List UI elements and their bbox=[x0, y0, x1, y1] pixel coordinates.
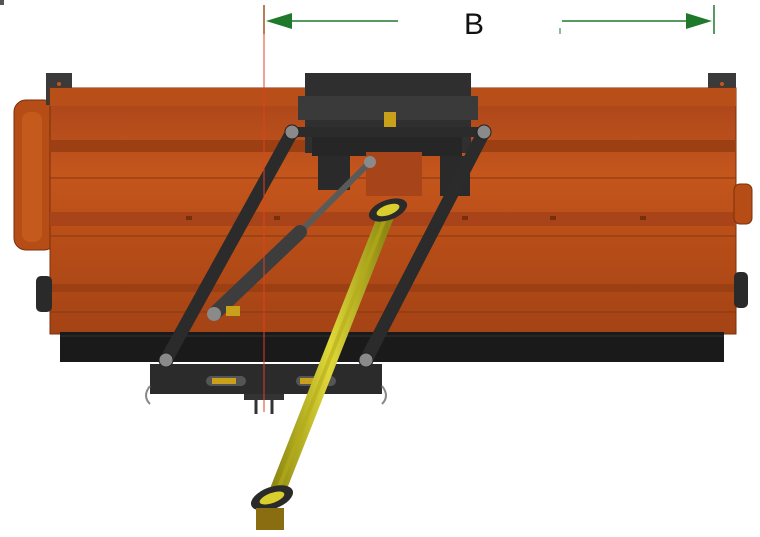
pto-driveshaft bbox=[250, 198, 408, 530]
dimension-label: B bbox=[464, 8, 484, 41]
dimension-b: B bbox=[263, 5, 715, 41]
right-hub bbox=[733, 183, 753, 225]
hitch-frame bbox=[145, 73, 492, 414]
lower-hitch-bar bbox=[150, 364, 382, 394]
hydraulic-rod bbox=[293, 159, 373, 239]
corner-mark bbox=[0, 0, 4, 5]
arrowhead-right bbox=[686, 13, 712, 29]
mower-body bbox=[13, 73, 753, 362]
pivot-bottom-left bbox=[158, 352, 174, 368]
pivot-bottom-right bbox=[358, 352, 374, 368]
pivot-top-right bbox=[476, 124, 492, 140]
pivot-top-left bbox=[284, 124, 300, 140]
arm-right bbox=[359, 125, 491, 367]
arm-left bbox=[159, 125, 299, 367]
arrowhead-left bbox=[266, 13, 292, 29]
hydraulic-cylinder bbox=[207, 225, 307, 321]
